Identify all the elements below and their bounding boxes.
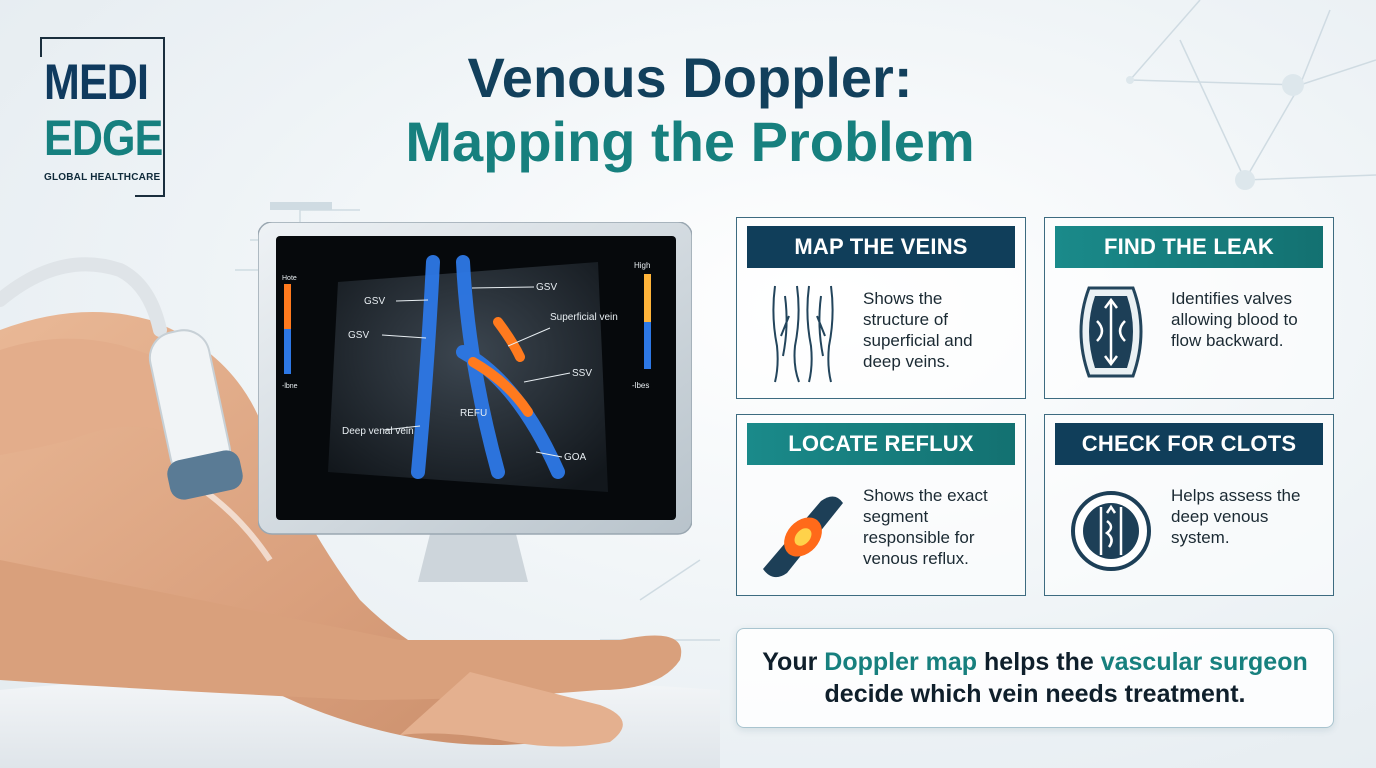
label-gsv-mid: GSV [348,330,369,341]
card-title: FIND THE LEAK [1055,226,1323,268]
label-scale-left-top: Hote [282,275,297,282]
label-scale-high: High [634,261,650,270]
label-superficial: Superficial vein [550,312,618,323]
banner-highlight-doppler: Doppler map [824,648,978,676]
card-title: MAP THE VEINS [747,226,1015,268]
label-gsv-left: GSV [364,296,385,307]
card-map-the-veins: MAP THE VEINS Shows the structure of sup… [736,217,1026,399]
card-find-the-leak: FIND THE LEAK Identifies valves allowing… [1044,217,1334,399]
vein-valve-icon [1079,286,1143,378]
label-gsv-top: GSV [536,282,557,293]
banner-part-1: Your [762,648,825,676]
card-locate-reflux: LOCATE REFLUX Shows the exact segment re… [736,414,1026,596]
card-text: Helps assess the deep venous system. [1171,486,1301,547]
medi-edge-logo: MEDI EDGE GLOBAL HEALTHCARE [40,37,165,197]
ultrasound-monitor: GSV GSV GSV Superficial vein SSV REFU De… [257,221,693,582]
banner-part-2: helps the [977,648,1101,676]
title-line-2: Mapping the Problem [405,110,975,173]
label-scale-left-bottom: -lbne [282,383,298,390]
label-deep: Deep venal vein [342,426,414,437]
card-title: CHECK FOR CLOTS [1055,423,1323,465]
label-refu: REFU [460,408,487,419]
card-text: Shows the structure of superficial and d… [863,289,973,371]
leg-veins-icon [772,285,834,383]
label-scale-low: -lbes [632,381,649,390]
page-title: Venous Doppler: Mapping the Problem [290,46,1090,174]
title-line-1: Venous Doppler: [467,46,913,109]
vein-segment-icon [763,496,843,578]
label-ssv: SSV [572,368,592,379]
card-text: Shows the exact segment responsible for … [863,486,988,568]
card-title: LOCATE REFLUX [747,423,1015,465]
clot-icon [1071,491,1151,571]
card-check-for-clots: CHECK FOR CLOTS Helps assess the deep ve… [1044,414,1334,596]
logo-line-2: EDGE [44,110,163,166]
banner-highlight-surgeon: vascular surgeon [1100,648,1308,676]
summary-banner: Your Doppler map helps the vascular surg… [736,628,1334,728]
label-goa: GOA [564,452,587,463]
card-text: Identifies valves allowing blood to flow… [1171,289,1298,350]
logo-line-1: MEDI [44,54,149,110]
logo-tagline: GLOBAL HEALTHCARE [44,172,161,183]
banner-part-3: decide which vein needs treatment. [824,680,1246,708]
